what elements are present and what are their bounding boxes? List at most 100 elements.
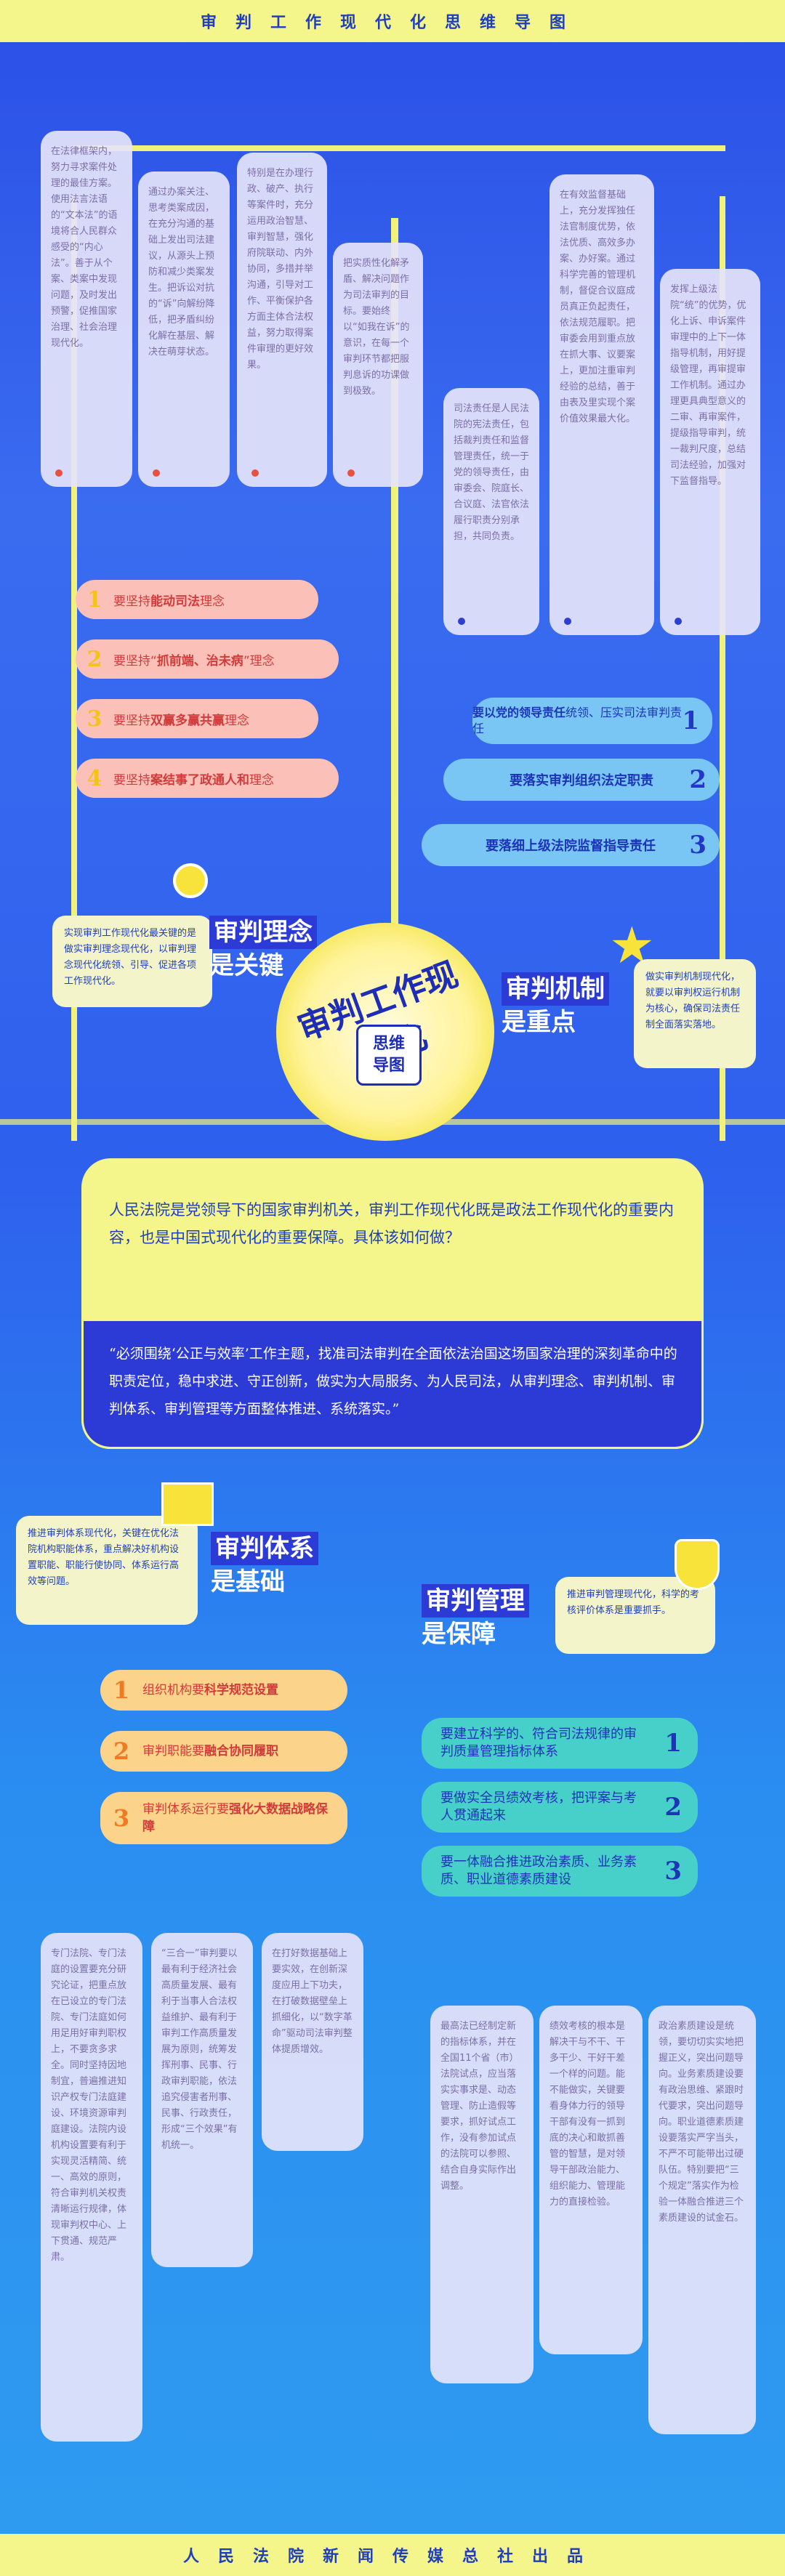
right-branch-line <box>720 196 725 1141</box>
s1-card-4-text: 把实质性化解矛盾、解决问题作为司法审判的目标。要始终以“如我在诉”的意识，在每一… <box>343 258 410 397</box>
pill-bold: 强化大数据战略保障 <box>142 1802 328 1834</box>
s1-pill-1: 1 要坚持能动司法理念 <box>76 580 318 619</box>
page-footer: 人民法院新闻传媒总社出品 <box>0 2534 785 2576</box>
s4-pill-2: 要做实全员绩效考核，把评案与考人贯通起来 2 <box>422 1782 698 1833</box>
lightbulb-icon <box>173 863 208 898</box>
shield-icon <box>675 1539 720 1590</box>
s1-card-2-text: 通过办案关注、思考类案成因，在充分沟通的基础上发出司法建议，从源头上预防和减少类… <box>148 187 215 358</box>
s3-card-3: 在打好数据基础上要实效，在创新深度应用上下功夫，在打破数据壁垒上抓细化，以“数字… <box>262 1933 363 2151</box>
pill-pre: 要坚持 <box>113 594 150 609</box>
bullet-dot-icon <box>347 469 355 477</box>
s4-note: 推进审判管理现代化，科学的考核评价体系是重要抓手。 <box>555 1577 715 1654</box>
pill-text: 要一体融合推进政治素质、业务素质、职业道德素质建设 <box>440 1854 637 1887</box>
pill-pre: 要坚持 <box>113 713 150 728</box>
s4-card-3: 政治素质建设是统领，要切切实实地把握正义，突出问题导向。业务素质建设要有政治思维… <box>648 2006 756 2434</box>
pill-bold: 科学规范设置 <box>204 1683 278 1697</box>
pill-post: 统领、压实司法审判责任 <box>472 706 683 735</box>
s3-card-2-text: “三合一”审判要以最有利于经济社会高质量发展、最有利于当事人合法权益维护、最有利… <box>161 1948 238 2151</box>
number-2: 2 <box>86 646 102 672</box>
pill-bold: 能动司法 <box>150 594 200 609</box>
pill-text: 要做实全员绩效考核，把评案与考人贯通起来 <box>440 1790 637 1823</box>
top-arc <box>71 145 725 151</box>
intro-text: 人民法院是党领导下的国家审判机关，审判工作现代化既是政法工作现代化的重要内容，也… <box>109 1201 674 1246</box>
number-1: 1 <box>113 1676 130 1704</box>
s3-card-1: 专门法院、专门法庭的设置要充分研究论证，把重点放在已设立的专门法院、专门法庭如何… <box>41 1933 142 2442</box>
center-badge: 思维导图 <box>356 1025 422 1086</box>
s4-card-1: 最高法已经制定新的指标体系，并在全国11个省（市）法院试点，应当落实实事求是、动… <box>430 2006 534 2383</box>
number-1: 1 <box>86 586 102 613</box>
pill-post: 理念 <box>200 594 225 609</box>
s3-card-3-text: 在打好数据基础上要实效，在创新深度应用上下功夫，在打破数据壁垒上抓细化，以“数字… <box>272 1948 353 2055</box>
number-2: 2 <box>689 765 706 794</box>
number-2: 2 <box>664 1793 682 1822</box>
s4-card-3-text: 政治素质建设是统领，要切切实实地把握正义，突出问题导向。业务素质建设要有政治思维… <box>659 2021 744 2224</box>
intro-quote: “必须围绕‘公正与效率’工作主题，找准司法审判在全面依法治国这场国家治理的深刻革… <box>109 1346 677 1417</box>
quote-box <box>81 1321 704 1449</box>
bullet-dot-icon <box>153 469 160 477</box>
s3-heading-line1: 审判体系 <box>211 1532 318 1565</box>
s1-heading-line2: 是关键 <box>209 951 283 980</box>
pill-bold: 抓前端、治未病 <box>156 653 243 669</box>
pill-bold: 案结事了政通人和 <box>150 772 249 788</box>
s4-card-1-text: 最高法已经制定新的指标体系，并在全国11个省（市）法院试点，应当落实实事求是、动… <box>440 2021 519 2192</box>
pill-pre: 要坚持 <box>113 772 150 788</box>
left-branch-line <box>71 196 77 1141</box>
s2-heading-line2: 是重点 <box>502 1008 576 1037</box>
pill-post: ”理念 <box>243 653 275 669</box>
bullet-dot-icon <box>55 469 63 477</box>
s1-heading: 审判理念是关键 <box>209 916 317 982</box>
s2-card-2: 在有效监督基础上，充分发挥独任法官制度优势，依法优质、高效多办案、办好案。通过科… <box>550 174 654 635</box>
number-3: 3 <box>689 831 706 860</box>
pill-pre: 要以 <box>472 706 496 719</box>
page-header: 审判工作现代化思维导图 <box>0 0 785 42</box>
number-3: 3 <box>664 1857 682 1886</box>
s1-card-4: 把实质性化解矛盾、解决问题作为司法审判的目标。要始终以“如我在诉”的意识，在每一… <box>333 243 423 487</box>
s3-heading: 审判体系是基础 <box>211 1532 318 1599</box>
s3-card-2: “三合一”审判要以最有利于经济社会高质量发展、最有利于当事人合法权益维护、最有利… <box>151 1933 253 2267</box>
s2-card-3-text: 发挥上级法院“统”的优势，优化上诉、申诉案件审理中的上下一体指导机制，用好提级管… <box>670 284 746 487</box>
pill-pre: 要 <box>510 773 523 788</box>
s2-note: 做实审判机制现代化，就要以审判权运行机制为核心，确保司法责任制全面落实落地。 <box>634 959 756 1068</box>
pill-pre: 审判体系运行要 <box>142 1802 229 1817</box>
s1-heading-line1: 审判理念 <box>209 916 317 949</box>
pill-post: 理念 <box>249 772 274 788</box>
s2-pill-3: 要落细上级法院监督指导责任 3 <box>422 824 720 866</box>
s2-card-1: 司法责任是人民法院的宪法责任，包括裁判责任和监督管理责任，统一于党的领导责任，由… <box>443 388 539 635</box>
s2-card-1-text: 司法责任是人民法院的宪法责任，包括裁判责任和监督管理责任，统一于党的领导责任，由… <box>454 403 530 542</box>
bullet-dot-icon <box>564 618 571 625</box>
s1-note: 实现审判工作现代化最关键的是做实审判理念现代化，以审判理念现代化统领、引导、促进… <box>52 916 212 1007</box>
s2-heading: 审判机制是重点 <box>502 972 609 1039</box>
badge-line-1: 思维 <box>372 1035 405 1053</box>
s1-card-2: 通过办案关注、思考类案成因，在充分沟通的基础上发出司法建议，从源头上预防和减少类… <box>138 171 230 487</box>
number-1: 1 <box>682 706 699 735</box>
s2-card-3: 发挥上级法院“统”的优势，优化上诉、申诉案件审理中的上下一体指导机制，用好提级管… <box>660 269 760 635</box>
s1-card-1: 在法律框架内，努力寻求案件处理的最佳方案。使用法言法语的“文本法”的语境将合人民… <box>41 131 132 487</box>
pill-bold: 落细上级法院监督指导责任 <box>499 839 656 854</box>
bullet-dot-icon <box>251 469 259 477</box>
s2-pill-2: 要落实审判组织法定职责 2 <box>443 759 720 801</box>
s1-card-3-text: 特别是在办理行政、破产、执行等案件时，充分运用政治智慧、审判智慧，强化府院联动、… <box>247 168 314 371</box>
cube-icon <box>161 1482 214 1526</box>
main-trunk-line <box>391 218 398 959</box>
s4-pill-3: 要一体融合推进政治素质、业务素质、职业道德素质建设 3 <box>422 1846 698 1897</box>
number-3: 3 <box>86 706 102 732</box>
s3-card-1-text: 专门法院、专门法庭的设置要充分研究论证，把重点放在已设立的专门法院、专门法庭如何… <box>51 1948 127 2263</box>
badge-line-2: 导图 <box>372 1057 405 1075</box>
number-4: 4 <box>86 765 102 791</box>
s2-card-2-text: 在有效监督基础上，充分发挥独任法官制度优势，依法优质、高效多办案、办好案。通过科… <box>560 190 636 424</box>
number-1: 1 <box>664 1729 682 1758</box>
s3-pill-3: 3 审判体系运行要强化大数据战略保障 <box>100 1792 347 1844</box>
number-3: 3 <box>113 1804 130 1832</box>
bullet-dot-icon <box>458 618 465 625</box>
pill-pre: 审判职能要 <box>142 1744 204 1759</box>
pill-pre: 要 <box>486 839 499 854</box>
pill-bold: 落实审判组织法定职责 <box>523 773 653 788</box>
pill-bold: 党的领导责任 <box>496 706 566 719</box>
s4-heading-line1: 审判管理 <box>422 1584 529 1618</box>
s4-card-2: 绩效考核的根本是解决干与不干、干多干少、干好干差一个样的问题。能不能做实，关键要… <box>539 2006 643 2354</box>
